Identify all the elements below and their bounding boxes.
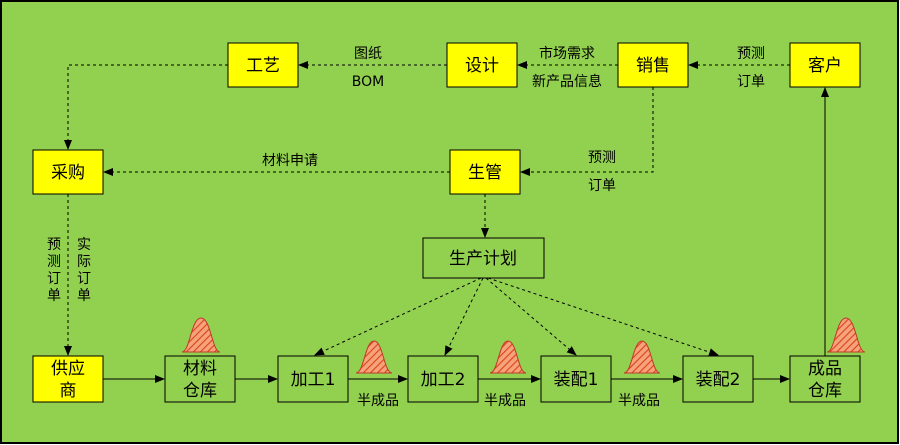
node-gongying-shang-label-1: 供应 bbox=[51, 359, 85, 379]
label-dingdan-top: 订单 bbox=[737, 74, 765, 90]
label-tuzhi: 图纸 bbox=[354, 46, 382, 62]
node-zhuangpei2: 装配2 bbox=[682, 355, 754, 403]
inventory-pile-icon bbox=[623, 340, 661, 374]
node-shengchan-jihua: 生产计划 bbox=[422, 237, 545, 279]
node-kehu-label: 客户 bbox=[808, 56, 842, 76]
label-yuce-mid: 预测 bbox=[588, 150, 616, 166]
node-zhuangpei1-label: 装配1 bbox=[554, 370, 599, 390]
label-shiji-dingdan-char: 实 bbox=[77, 237, 91, 253]
node-shengchan-jihua-label: 生产计划 bbox=[449, 249, 517, 269]
node-xiaoshou-label: 销售 bbox=[636, 56, 670, 76]
arrow-gongyi-to-caigou bbox=[64, 64, 228, 150]
inventory-pile-icon bbox=[355, 340, 393, 374]
label-yuce-dingdan-char: 单 bbox=[47, 288, 61, 304]
label-dingdan-mid: 订单 bbox=[588, 178, 616, 194]
node-caigou: 采购 bbox=[32, 149, 104, 195]
node-zhuangpei2-label: 装配2 bbox=[696, 370, 741, 390]
node-gongyi: 工艺 bbox=[227, 42, 299, 88]
label-shiji-dingdan-char: 际 bbox=[77, 254, 91, 270]
arrow-xiaoshou-to-shengguan bbox=[520, 87, 654, 176]
label-shiji-dingdan-vertical: 实 际 订 单 bbox=[77, 237, 91, 304]
node-kehu: 客户 bbox=[789, 42, 861, 88]
arrow-jihua-to-zhuangpei2 bbox=[487, 277, 719, 356]
node-chengpin-cangku-label-1: 成品 bbox=[808, 359, 842, 379]
label-cailiao-shenqing: 材料申请 bbox=[262, 153, 318, 169]
node-chengpin-cangku-label-2: 仓库 bbox=[808, 381, 842, 401]
inventory-pile-icon bbox=[181, 317, 221, 353]
node-cailiao-cangku-label-2: 仓库 bbox=[183, 381, 217, 401]
label-shiji-dingdan-char: 单 bbox=[77, 288, 91, 304]
node-cailiao-cangku: 材料 仓库 bbox=[164, 355, 236, 403]
label-shiji-dingdan-char: 订 bbox=[77, 271, 91, 287]
inventory-pile-icon bbox=[826, 317, 866, 353]
label-yuce-top: 预测 bbox=[737, 46, 765, 62]
node-zhuangpei1: 装配1 bbox=[540, 355, 612, 403]
node-sheji-label: 设计 bbox=[465, 56, 499, 76]
inventory-pile-icon bbox=[489, 340, 527, 374]
node-gongying-shang-label-2: 商 bbox=[60, 381, 77, 401]
label-yuce-dingdan-vertical: 预 测 订 单 bbox=[47, 237, 61, 304]
arrow-jihua-to-zhuangpei1 bbox=[485, 277, 577, 356]
node-shengguan-label: 生管 bbox=[468, 163, 502, 183]
node-jiagong1: 加工1 bbox=[277, 355, 349, 403]
node-sheji: 设计 bbox=[446, 42, 518, 88]
node-shengguan: 生管 bbox=[449, 149, 521, 195]
label-yuce-dingdan-char: 预 bbox=[47, 237, 61, 253]
label-yuce-dingdan-char: 测 bbox=[47, 254, 61, 270]
label-banchengpin-2: 半成品 bbox=[484, 393, 526, 409]
label-bom: BOM bbox=[352, 74, 384, 90]
label-shichang-xuqiu: 市场需求 bbox=[539, 45, 595, 62]
node-chengpin-cangku: 成品 仓库 bbox=[789, 355, 861, 403]
label-banchengpin-3: 半成品 bbox=[618, 393, 660, 409]
node-gongyi-label: 工艺 bbox=[246, 56, 280, 76]
node-jiagong1-label: 加工1 bbox=[291, 370, 336, 390]
node-jiagong2-label: 加工2 bbox=[421, 370, 466, 390]
label-banchengpin-1: 半成品 bbox=[357, 393, 399, 409]
node-gongying-shang: 供应 商 bbox=[32, 355, 104, 403]
label-yuce-dingdan-char: 订 bbox=[47, 271, 61, 287]
node-caigou-label: 采购 bbox=[51, 163, 85, 183]
node-xiaoshou: 销售 bbox=[617, 42, 689, 88]
label-xin-chanpin-xinxi: 新产品信息 bbox=[532, 73, 602, 90]
arrow-jihua-to-jiagong1 bbox=[314, 277, 482, 356]
node-jiagong2: 加工2 bbox=[407, 355, 479, 403]
node-cailiao-cangku-label-1: 材料 bbox=[183, 359, 217, 379]
arrow-jihua-to-jiagong2 bbox=[444, 277, 484, 356]
